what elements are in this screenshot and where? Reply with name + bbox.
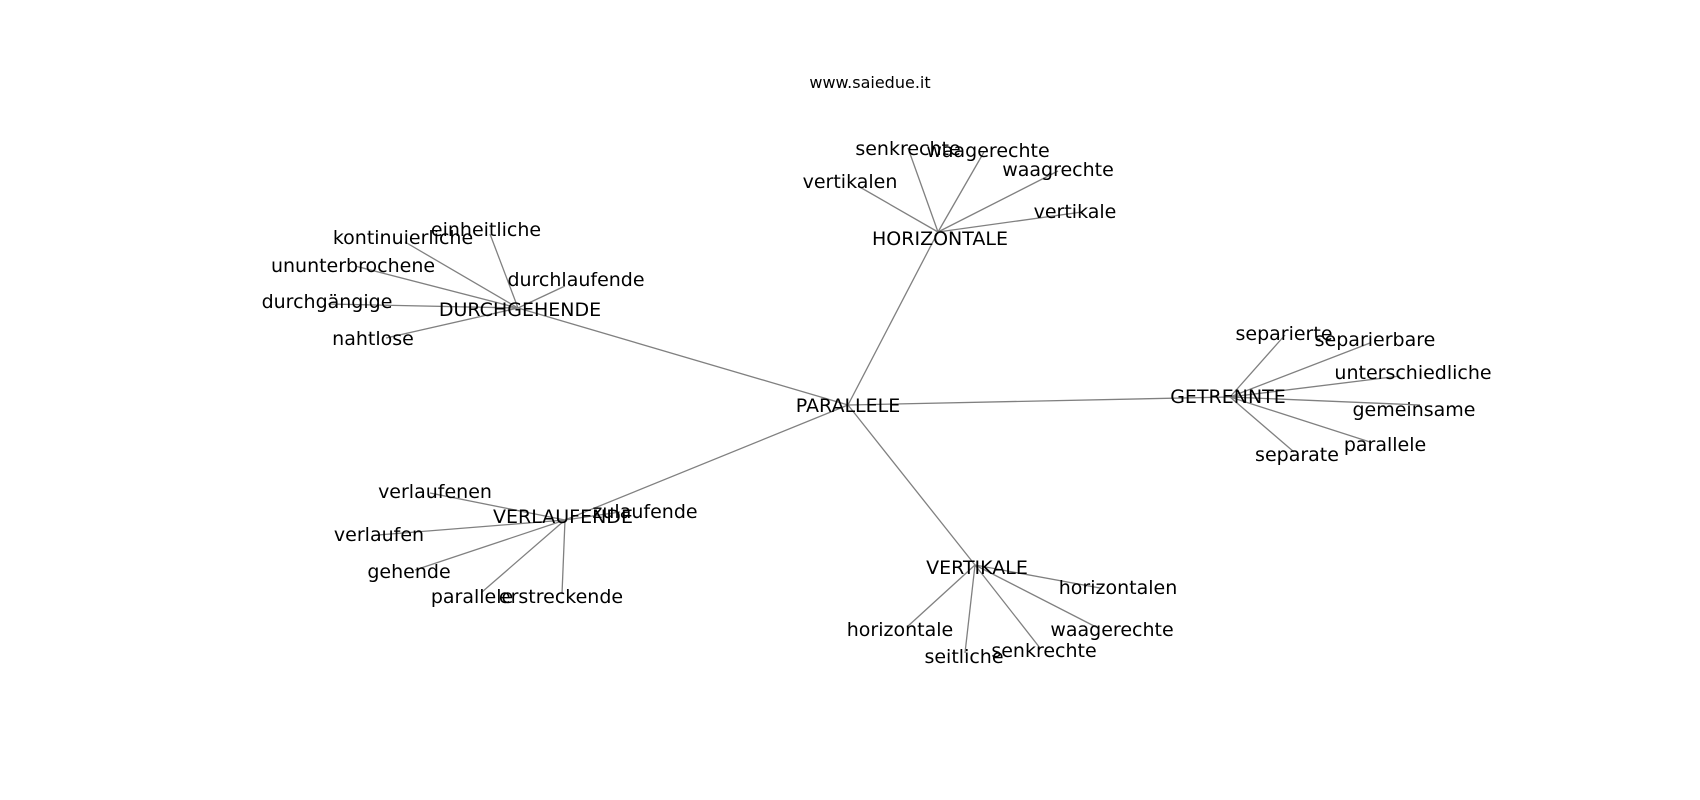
hub-node-label: GETRENNTE xyxy=(1170,386,1286,408)
edge-hub-to-leaf xyxy=(937,170,1059,233)
edge-hub-to-leaf xyxy=(429,492,566,521)
edge-hub-to-leaf xyxy=(561,519,566,595)
leaf-node-label: waagrechte xyxy=(1002,159,1114,181)
edge-root-to-hub xyxy=(564,404,849,521)
leaf-node-label: kontinuierliche xyxy=(333,227,473,249)
leaf-node-label: senkrechte xyxy=(855,138,960,160)
edge-hub-to-leaf xyxy=(964,564,976,654)
leaf-node-label: vertikalen xyxy=(803,171,898,193)
leaf-node-label: waagerechte xyxy=(926,140,1049,162)
edge-hub-to-leaf xyxy=(1229,396,1371,443)
leaf-node-label: parallele xyxy=(431,586,513,608)
edge-hub-to-leaf xyxy=(1229,334,1286,398)
edge-hub-to-leaf xyxy=(564,511,621,521)
edge-hub-to-leaf xyxy=(1229,396,1295,453)
leaf-node-label: parallele xyxy=(1344,434,1426,456)
edges-layer xyxy=(327,147,1421,654)
edge-hub-to-leaf xyxy=(937,211,1083,233)
leaf-node-label: verlaufen xyxy=(334,524,424,546)
edge-hub-to-leaf xyxy=(907,147,939,233)
leaf-node-label: erstreckende xyxy=(499,586,623,608)
edge-hub-to-leaf xyxy=(327,303,519,309)
site-watermark: www.saiedue.it xyxy=(809,73,930,92)
leaf-node-label: gehende xyxy=(367,561,450,583)
edge-hub-to-leaf xyxy=(404,241,519,309)
leaf-node-label: separierbare xyxy=(1315,329,1436,351)
hub-node-label: VERLAUFENDE xyxy=(493,506,633,528)
edge-hub-to-leaf xyxy=(857,185,939,233)
leaf-node-label: senkrechte xyxy=(991,640,1096,662)
leaf-node-label: nahtlose xyxy=(332,328,414,350)
edge-root-to-hub xyxy=(847,396,1231,406)
edge-hub-to-leaf xyxy=(517,285,566,309)
edge-hub-to-leaf xyxy=(489,233,519,309)
edge-root-to-hub xyxy=(847,231,939,406)
edge-hub-to-leaf xyxy=(906,564,976,628)
hub-node-label: VERTIKALE xyxy=(926,557,1028,579)
leaf-node-label: durchgängige xyxy=(262,291,393,313)
leaf-node-label: horizontalen xyxy=(1059,577,1178,599)
leaf-node-label: seitliche xyxy=(924,646,1003,668)
edge-hub-to-leaf xyxy=(974,564,1041,649)
leaf-node-label: verlaufenen xyxy=(378,481,492,503)
edge-hub-to-leaf xyxy=(937,151,985,233)
edge-hub-to-leaf xyxy=(1229,375,1401,398)
hub-node-label: HORIZONTALE xyxy=(872,228,1008,250)
edge-hub-to-leaf xyxy=(974,564,1101,589)
leaf-node-label: waagerechte xyxy=(1050,619,1173,641)
edge-hub-to-leaf xyxy=(377,519,566,536)
edge-hub-to-leaf xyxy=(354,265,519,309)
edge-hub-to-leaf xyxy=(481,519,566,593)
edge-hub-to-leaf xyxy=(974,564,1099,629)
leaf-node-label: gemeinsame xyxy=(1352,399,1475,421)
leaf-node-label: vertikale xyxy=(1034,201,1117,223)
leaf-node-label: einheitliche xyxy=(431,219,541,241)
leaf-node-label: zulaufende xyxy=(592,501,697,523)
edge-hub-to-leaf xyxy=(414,519,566,571)
leaf-node-label: unterschiedliche xyxy=(1334,362,1491,384)
edge-hub-to-leaf xyxy=(1229,342,1371,398)
edge-hub-to-leaf xyxy=(385,307,519,339)
leaf-node-label: durchlaufende xyxy=(507,269,644,291)
edge-root-to-hub xyxy=(517,307,849,406)
leaf-node-label: horizontale xyxy=(847,619,953,641)
leaf-node-label: separierte xyxy=(1235,323,1332,345)
leaf-node-label: separate xyxy=(1255,444,1339,466)
leaf-node-label: ununterbrochene xyxy=(271,255,435,277)
labels-layer: PARALLELEHORIZONTALEsenkrechtewaagerecht… xyxy=(262,138,1492,668)
edge-root-to-hub xyxy=(847,404,976,566)
root-node-label: PARALLELE xyxy=(796,395,900,417)
edge-hub-to-leaf xyxy=(1229,396,1421,406)
hub-node-label: DURCHGEHENDE xyxy=(439,299,601,321)
